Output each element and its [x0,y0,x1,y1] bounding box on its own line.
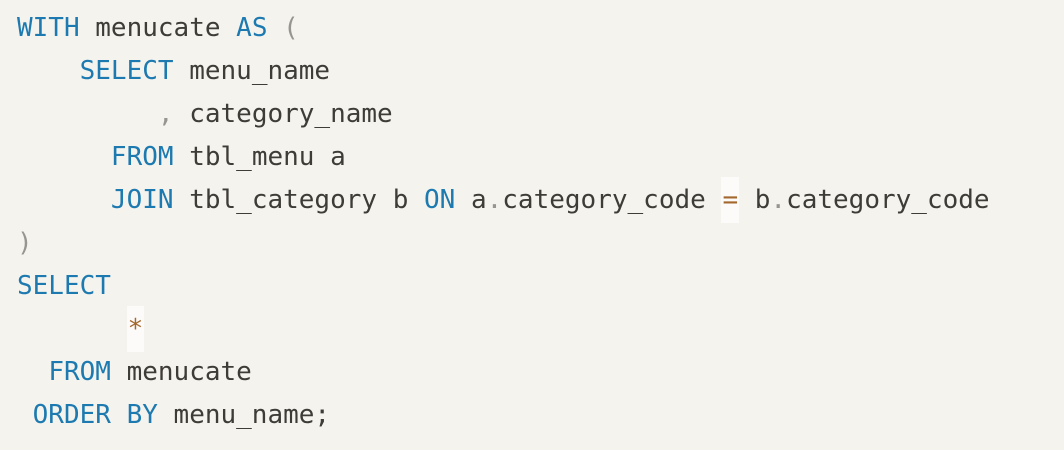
code-token: WITH [17,13,80,43]
code-token: JOIN [110,185,174,215]
code-token: SELECT [17,271,111,301]
code-token: b [739,185,771,215]
code-line: WITH menucate AS ( [17,7,1064,50]
code-token: AS [236,13,268,43]
code-token [17,400,33,430]
code-line: , category_name [17,93,1064,136]
code-line: SELECT menu_name [17,50,1064,93]
code-token: , [157,99,174,129]
code-token: menu_name [173,56,331,86]
code-token [17,142,111,172]
code-token: category_name [173,99,393,129]
code-token: category_code [502,185,722,215]
code-token: . [486,185,503,215]
code-token: menu_name; [157,400,331,430]
code-token [17,357,48,387]
code-token [17,99,158,129]
code-token [17,56,80,86]
code-token [17,185,111,215]
code-line: FROM tbl_menu a [17,136,1064,179]
code-token [267,13,283,43]
code-token: = [721,177,740,223]
code-token: * [126,306,145,352]
code-token: . [770,185,787,215]
code-token: ORDER BY [32,400,158,430]
code-token: ) [17,228,33,258]
code-line: ORDER BY menu_name; [17,394,1064,437]
code-token: menucate [79,13,237,43]
code-token: FROM [48,357,111,387]
code-line: SELECT [17,265,1064,308]
code-token: SELECT [79,56,174,86]
code-line: JOIN tbl_category b ON a.category_code =… [17,177,1064,223]
code-line: * [17,306,1064,352]
code-token: ( [283,13,299,43]
code-token: tbl_category b [173,185,424,215]
code-token: tbl_menu a [173,142,346,172]
code-token: a [455,185,487,215]
code-token: menucate [110,357,252,387]
code-token [17,314,127,344]
code-line: ) [17,222,1064,265]
code-token: ON [424,185,456,215]
code-line: FROM menucate [17,351,1064,394]
code-token: FROM [110,142,174,172]
code-token: category_code [786,185,990,215]
